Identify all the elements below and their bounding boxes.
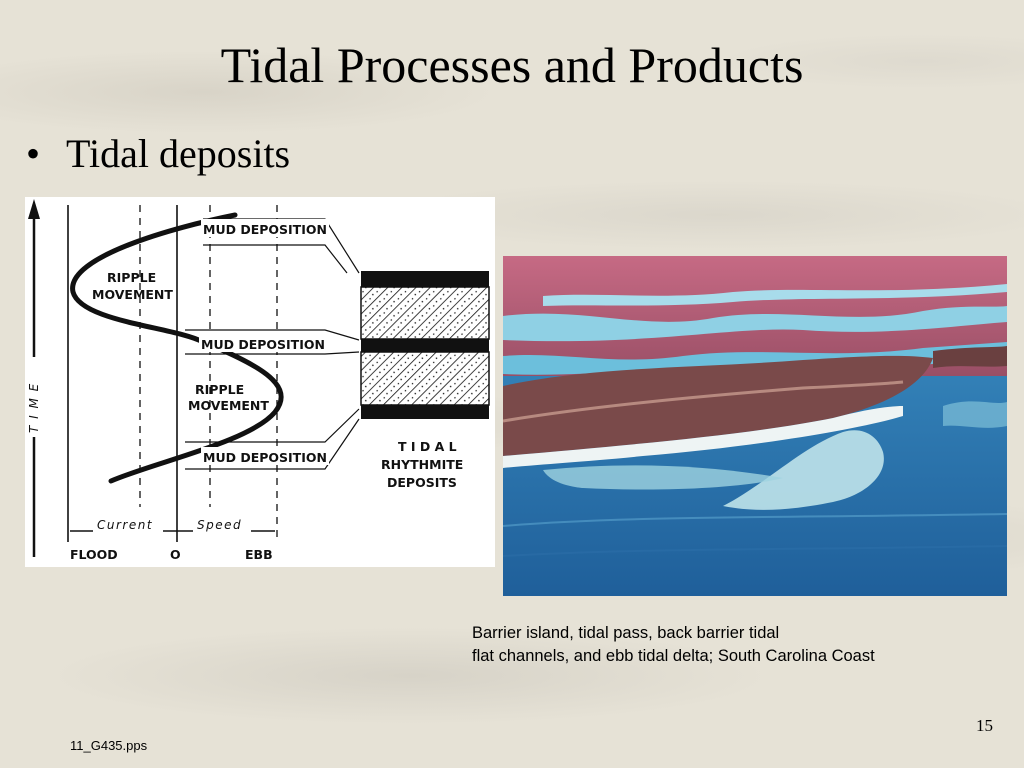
mud-deposition-middle-label: MUD DEPOSITION <box>201 337 325 352</box>
ebb-label: EBB <box>245 547 273 562</box>
mud-deposition-bottom-label: MUD DEPOSITION <box>203 450 327 465</box>
caption-line-2: flat channels, and ebb tidal delta; Sout… <box>472 647 875 665</box>
tidal-rhythmite-label-2: RHYTHMITE <box>381 457 463 472</box>
tidal-rhythmite-label-3: DEPOSITS <box>387 475 457 490</box>
ripple-movement-bottom-label-2: MOVEMENT <box>188 398 269 413</box>
bullet-dot-icon: • <box>26 131 41 176</box>
footer-filename: 11_G435.pps <box>70 738 148 753</box>
caption-line-1: Barrier island, tidal pass, back barrier… <box>472 624 780 642</box>
diagram-svg: T I M E MUD DEPOSITION MUD DEPOSITIO <box>25 199 490 562</box>
aerial-photo-svg <box>503 256 1007 596</box>
time-axis-arrow-icon <box>28 199 40 219</box>
aerial-coast-photo <box>503 256 1007 596</box>
current-label: Current <box>97 518 153 532</box>
time-axis-label: T I M E <box>27 382 41 433</box>
bullet-item: • Tidal deposits <box>26 130 290 177</box>
speed-label: Speed <box>197 518 242 532</box>
tidal-rhythmite-diagram: T I M E MUD DEPOSITION MUD DEPOSITIO <box>25 197 495 567</box>
tidal-rhythmite-label-1: T I D A L <box>398 439 457 454</box>
photo-caption: Barrier island, tidal pass, back barrier… <box>472 622 875 668</box>
flood-label: FLOOD <box>70 547 118 562</box>
page-number: 15 <box>976 716 993 735</box>
ripple-movement-bottom-label: RIPPLE <box>195 382 244 397</box>
slide-title: Tidal Processes and Products <box>220 37 804 93</box>
bullet-text: Tidal deposits <box>66 131 291 176</box>
ripple-movement-top-label-2: MOVEMENT <box>92 287 173 302</box>
rhythmite-column <box>360 271 490 419</box>
ripple-movement-top-label: RIPPLE <box>107 270 156 285</box>
mud-deposition-top-label: MUD DEPOSITION <box>203 222 327 237</box>
zero-label: O <box>170 547 181 562</box>
